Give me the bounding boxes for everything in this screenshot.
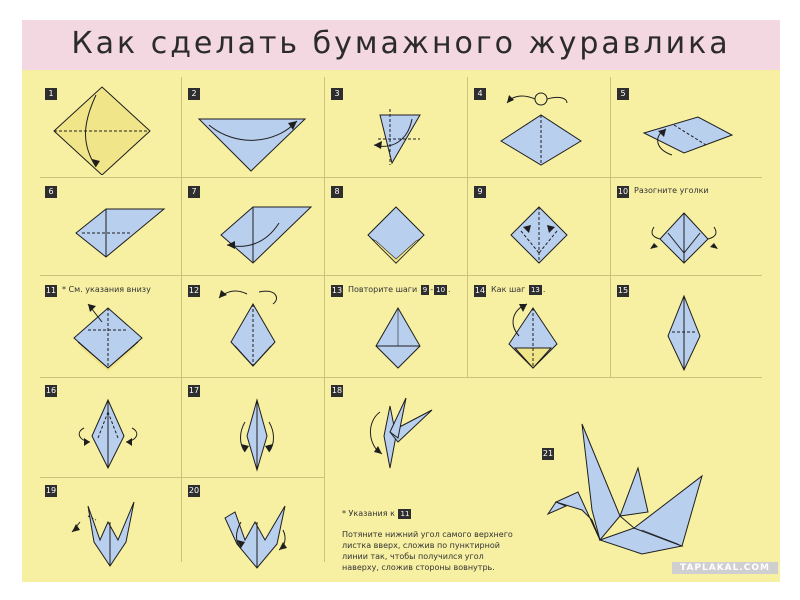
fold-diagram — [375, 307, 421, 369]
step-16: 16 — [42, 382, 180, 475]
step-12: 12 — [185, 282, 323, 375]
step-20: 20 — [185, 482, 323, 572]
step-reference-separator: - — [430, 285, 434, 294]
note-text: Потяните нижний угол самого верхнего лис… — [342, 530, 513, 572]
grid-line — [324, 77, 325, 562]
step-number: 3 — [331, 88, 343, 100]
step-number: 19 — [45, 485, 57, 497]
fold-diagram — [240, 398, 274, 472]
step-13: 13 Повторите шаги 9-10. — [328, 282, 466, 375]
fold-diagram — [667, 294, 701, 372]
step-caption: Повторите шаги 9-10. — [348, 285, 451, 295]
step-number: 4 — [474, 88, 486, 100]
fold-diagram — [218, 290, 277, 367]
page-title: Как сделать бумажного журавлика — [71, 26, 731, 61]
step-number: 12 — [188, 285, 200, 297]
step-number: 2 — [188, 88, 200, 100]
step-reference: 10 — [434, 285, 448, 295]
grid-line — [610, 77, 611, 377]
step-number: 14 — [474, 285, 486, 297]
step-caption-end: . — [542, 285, 546, 294]
step-caption-end: . — [448, 285, 451, 294]
step-caption-text: См. указания внизу — [68, 285, 151, 294]
step-8: 8 — [328, 183, 466, 273]
grid-line — [467, 77, 468, 377]
step-number: 21 — [542, 448, 554, 460]
fold-diagram — [510, 206, 568, 264]
step-4: 4 — [471, 85, 609, 175]
step-number: 10 — [617, 186, 629, 198]
step-3: 3 — [328, 85, 466, 175]
step-number: 15 — [617, 285, 629, 297]
step-6: 6 — [42, 183, 180, 273]
step-17: 17 — [185, 382, 323, 475]
step-number: 11 — [45, 285, 57, 297]
step-18: 18 — [328, 382, 466, 475]
step-caption-text: Как шаг — [491, 285, 526, 294]
fold-diagram — [370, 397, 433, 469]
fold-diagram — [508, 303, 558, 369]
fold-diagram — [197, 118, 307, 172]
step-number: 8 — [331, 186, 343, 198]
step-7: 7 — [185, 183, 323, 273]
step-reference: 9 — [420, 285, 430, 295]
fold-diagram — [220, 206, 313, 264]
step-5: 5 — [614, 85, 760, 175]
step-reference: 13 — [528, 285, 542, 295]
fold-diagram — [75, 208, 166, 258]
fold-diagram — [650, 212, 718, 264]
title-band: Как сделать бумажного журавлика — [22, 20, 780, 70]
step-number: 16 — [45, 385, 57, 397]
step-number: 9 — [474, 186, 486, 198]
step-11: 11 * См. указания внизу — [42, 282, 180, 375]
step-19: 19 — [42, 482, 180, 572]
step-number: 5 — [617, 88, 629, 100]
instruction-poster: Как сделать бумажного журавлика 1 2 3 — [22, 20, 780, 582]
grid-line — [181, 77, 182, 562]
step-number: 13 — [331, 285, 343, 297]
grid-line — [40, 377, 762, 378]
step-2: 2 — [185, 85, 323, 175]
note-heading: * Указания к 11 — [342, 509, 412, 519]
fold-diagram — [373, 109, 421, 165]
grid-line — [40, 275, 762, 276]
step-number: 17 — [188, 385, 200, 397]
step-9: 9 — [471, 183, 609, 273]
step-caption: * См. указания внизу — [62, 285, 151, 294]
fold-diagram — [78, 398, 138, 470]
step-21: 21 — [542, 420, 762, 560]
fold-diagram — [53, 86, 151, 175]
step-caption: Как шаг 13. — [491, 285, 545, 295]
step-number: 20 — [188, 485, 200, 497]
step-caption: Разогните уголки — [634, 186, 709, 195]
step-number: 6 — [45, 186, 57, 198]
fold-diagram — [73, 303, 143, 372]
step-15: 15 — [614, 282, 760, 375]
fold-diagram — [224, 505, 287, 569]
finished-crane-figure — [546, 423, 703, 555]
step-14: 14 Как шаг 13. — [471, 282, 609, 375]
step-number: 18 — [331, 385, 343, 397]
step-1: 1 — [42, 85, 180, 175]
step-number: 1 — [45, 88, 57, 100]
step-10: 10 Разогните уголки — [614, 183, 760, 273]
step-number: 7 — [188, 186, 200, 198]
grid-line — [40, 177, 762, 178]
note-heading-text: Указания к — [348, 509, 395, 518]
note-reference: 11 — [398, 509, 412, 519]
fold-diagram — [642, 116, 734, 156]
watermark: TAPLAKAL.COM — [672, 562, 779, 574]
grid-line — [40, 477, 324, 478]
fold-diagram — [367, 206, 425, 264]
instruction-note: * Указания к 11 Потяните нижний угол сам… — [342, 508, 542, 573]
step-caption-text: Повторите шаги — [348, 285, 418, 294]
fold-diagram — [500, 92, 582, 166]
fold-diagram — [71, 501, 135, 567]
